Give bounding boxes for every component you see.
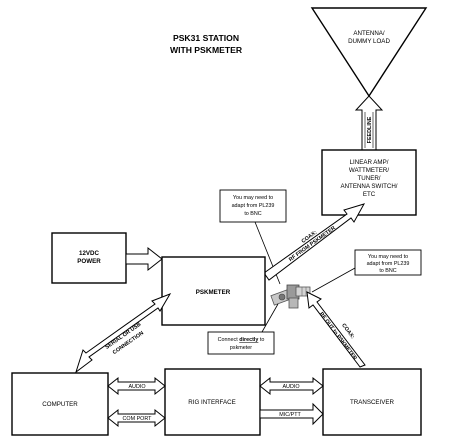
- computer-box: [11, 372, 109, 436]
- coax-from-pskmeter-arrow: [263, 203, 366, 281]
- computer-label: COMPUTER: [42, 401, 78, 408]
- title-line-2: WITH PSKMETER: [170, 45, 243, 55]
- transceiver-label: TRANSCEIVER: [350, 399, 395, 406]
- mic-ptt-arrow: [259, 402, 324, 426]
- adapter-note-right-line-2: adapt from PL239: [367, 261, 410, 267]
- adapter-note-right: [354, 249, 422, 276]
- audio-right-label: AUDIO: [282, 384, 299, 390]
- power-arrow: [125, 246, 163, 272]
- antenna-label-line-2: DUMMY LOAD: [348, 38, 390, 45]
- linear-amp-line-5: ETC: [363, 191, 376, 198]
- antenna-symbol: [310, 7, 428, 98]
- adapter-note-top-line-1: You may need to: [233, 195, 273, 201]
- linear-amp-line-3: TUNER/: [357, 175, 380, 182]
- com-port-label: COM PORT: [123, 416, 153, 422]
- power-label-line-1: 12VDC: [79, 250, 99, 257]
- connect-note-line-1: Connect directly to: [218, 337, 265, 343]
- connect-directly-note: [207, 331, 275, 355]
- adapter-note-top-line-2: adapt from PL239: [232, 203, 275, 209]
- audio-left-label: AUDIO: [128, 384, 145, 390]
- linear-amp-line-4: ANTENNA SWITCH/: [340, 183, 397, 190]
- audio-right-arrow: [259, 376, 324, 396]
- linear-amp-line-2: WATTMETER/: [349, 167, 389, 174]
- adapter-note-right-line-1: You may need to: [368, 254, 408, 260]
- coax-adapter-icon: [270, 284, 311, 309]
- connect-note-line-2: pskmeter: [230, 345, 252, 351]
- adapter-note-top: [219, 189, 287, 223]
- serial-usb-arrow: [75, 293, 172, 374]
- title-line-1: PSK31 STATION: [173, 33, 239, 43]
- feedline-arrow: [354, 95, 384, 151]
- mic-ptt-label: MIC/PTT: [279, 412, 301, 418]
- rig-interface-box: [164, 368, 261, 436]
- rig-interface-label: RIG INTERFACE: [188, 399, 235, 406]
- adapter-note-right-leader: [311, 267, 356, 293]
- transceiver-box: [322, 368, 422, 436]
- antenna-label-line-1: ANTENNA/: [353, 30, 385, 37]
- pskmeter-box: [161, 256, 266, 326]
- feedline-label: FEEDLINE: [367, 116, 373, 143]
- audio-left-arrow: [107, 376, 166, 396]
- adapter-note-right-line-3: to BNC: [379, 268, 396, 274]
- pskmeter-label: PSKMETER: [196, 289, 231, 296]
- power-label-line-2: POWER: [77, 258, 101, 265]
- linear-amp-box: [321, 149, 417, 216]
- coax-to-pskmeter-arrow: [306, 291, 366, 368]
- connect-note-leader: [261, 303, 279, 333]
- com-port-arrow: [107, 408, 166, 428]
- adapter-note-top-line-3: to BNC: [244, 211, 261, 217]
- linear-amp-line-1: LINEAR AMP/: [350, 159, 389, 166]
